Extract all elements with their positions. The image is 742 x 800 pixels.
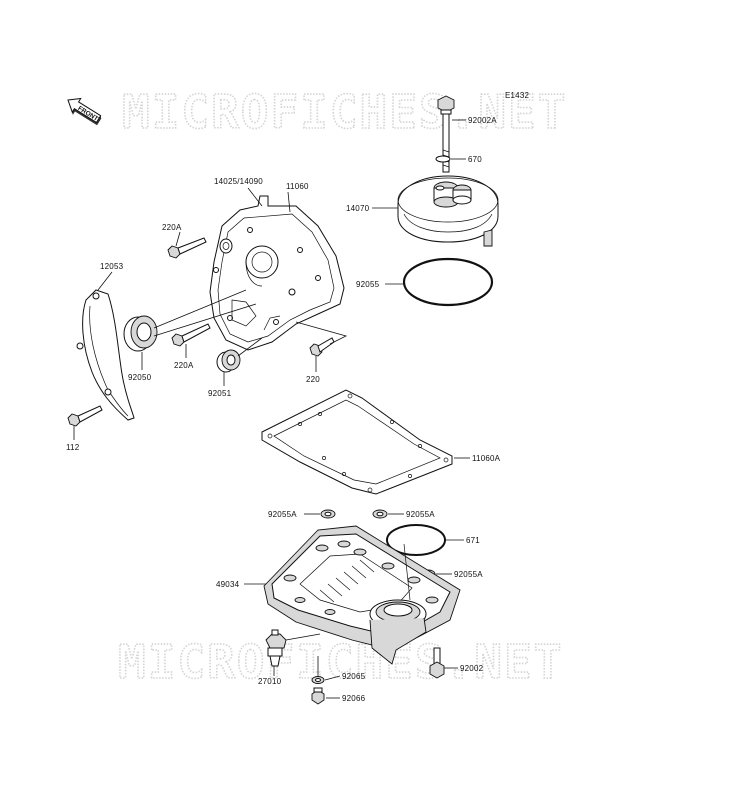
oil-seal-92050[interactable] — [123, 315, 158, 352]
label-14025-14090: 14025/14090 — [214, 177, 263, 186]
cover-plate-12053[interactable] — [76, 289, 135, 421]
bolt-112[interactable] — [67, 405, 103, 427]
label-220A-top: 220A — [162, 223, 182, 232]
bolt-92002[interactable] — [429, 647, 445, 679]
label-92055A-left: 92055A — [268, 510, 297, 519]
diagram-id: E1432 — [505, 91, 529, 100]
label-11060A: 11060A — [472, 454, 501, 463]
label-92055: 92055 — [356, 280, 380, 289]
label-12053: 12053 — [100, 262, 124, 271]
bolt-220A-mid[interactable] — [171, 323, 211, 347]
label-92066: 92066 — [342, 694, 366, 703]
oil-pan-49034[interactable] — [263, 525, 461, 665]
seal-92051[interactable] — [216, 349, 241, 373]
label-92055A-low: 92055A — [454, 570, 483, 579]
cover-14070[interactable] — [397, 175, 499, 247]
label-92002: 92002 — [460, 664, 484, 673]
label-27010: 27010 — [258, 677, 282, 686]
washer-92055A-left[interactable] — [320, 509, 336, 519]
label-671: 671 — [466, 536, 480, 545]
o-ring-671[interactable] — [386, 524, 446, 556]
watermark-top: MICROFICHES.NET — [122, 85, 567, 139]
engine-cover-11060[interactable] — [209, 195, 345, 351]
washer-92055A-right[interactable] — [372, 509, 388, 519]
label-49034: 49034 — [216, 580, 240, 589]
label-220: 220 — [306, 375, 320, 384]
o-ring-92055[interactable] — [402, 257, 494, 307]
o-ring-670[interactable] — [435, 155, 451, 163]
front-arrow-icon: FRONT — [67, 97, 102, 126]
gasket-11060A[interactable] — [261, 389, 453, 495]
label-14070: 14070 — [346, 204, 370, 213]
bolt-220[interactable] — [309, 337, 335, 357]
label-92051: 92051 — [208, 389, 232, 398]
watermark-bottom: MICROFICHES.NET — [118, 635, 563, 689]
oil-switch-27010[interactable] — [265, 629, 287, 667]
label-92002A: 92002A — [468, 116, 497, 125]
washer-92065[interactable] — [311, 676, 325, 684]
drain-plug-92066[interactable] — [311, 687, 325, 705]
label-92065: 92065 — [342, 672, 366, 681]
label-92050: 92050 — [128, 373, 152, 382]
label-670: 670 — [468, 155, 482, 164]
label-11060: 11060 — [286, 182, 309, 191]
label-112: 112 — [66, 443, 80, 452]
label-92055A-right: 92055A — [406, 510, 435, 519]
label-220A-mid: 220A — [174, 361, 194, 370]
bolt-220A-top[interactable] — [167, 237, 207, 259]
